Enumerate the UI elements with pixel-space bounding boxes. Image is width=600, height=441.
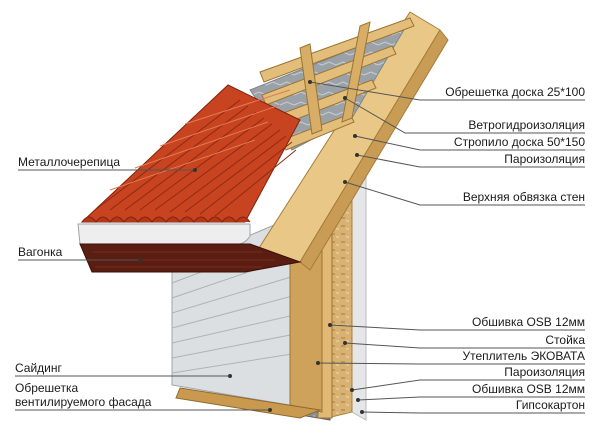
- label-stropilo: Стропило доска 50*150: [454, 135, 585, 149]
- label-stoyka: Стойка: [545, 333, 585, 347]
- label-sayding: Сайдинг: [15, 361, 63, 375]
- metal-tile: [77, 84, 302, 273]
- gutter: [77, 223, 251, 245]
- leader-uteplitel: [317, 362, 585, 365]
- metal-tile-sheet: [80, 84, 301, 223]
- leader-paroizolyaciya-top: [356, 154, 585, 168]
- rafter-edge: [299, 29, 449, 271]
- label-gipsokarton: Гипсокартон: [516, 398, 585, 412]
- counter-battens: [299, 21, 371, 135]
- label-paroizolyaciya-bottom: Пароизоляция: [504, 365, 585, 379]
- label-obreshetka-fasada-1: Обрешетка: [15, 381, 78, 395]
- label-obreshetka-doska: Обрешетка доска 25*100: [445, 85, 585, 99]
- label-paroizolyaciya-top: Пароизоляция: [504, 152, 585, 166]
- leader-paroizolyaciya-bottom: [351, 379, 585, 391]
- labels: Обрешетка доска 25*100 Ветрогидроизоляци…: [15, 85, 585, 412]
- label-verhnyaya-obvyazka: Верхняя обвязка стен: [463, 190, 585, 204]
- label-osb-1: Обшивка OSB 12мм: [472, 315, 585, 329]
- leader-verhnyaya-obvyazka: [344, 181, 585, 206]
- leader-dots: [138, 80, 364, 414]
- leader-vetrogidroizolyaciya: [344, 97, 585, 134]
- label-uteplitel: Утеплитель ЭКОВАТА: [462, 349, 585, 363]
- leader-stoyka: [344, 342, 585, 349]
- soffit-vagonka: [79, 243, 302, 273]
- label-vagonka: Вагонка: [18, 245, 63, 259]
- label-osb-2: Обшивка OSB 12мм: [472, 382, 585, 396]
- leader-stropilo: [354, 135, 585, 151]
- tile-steps: [109, 89, 291, 191]
- leader-gipsokarton: [361, 411, 585, 414]
- bottom-batten: [175, 387, 322, 419]
- label-metallocherepica: Металлочерепица: [18, 155, 120, 169]
- leader-osb-1: [329, 324, 585, 331]
- leader-osb-2: [357, 396, 585, 401]
- leader-lines: [15, 81, 585, 414]
- leader-obreshetka-doska: [309, 81, 585, 101]
- label-obreshetka-fasada-2: вентилируемого фасада: [15, 395, 152, 409]
- tile-wave-edge: [81, 216, 251, 223]
- label-vetrogidroizolyaciya: Ветрогидроизоляция: [468, 118, 585, 132]
